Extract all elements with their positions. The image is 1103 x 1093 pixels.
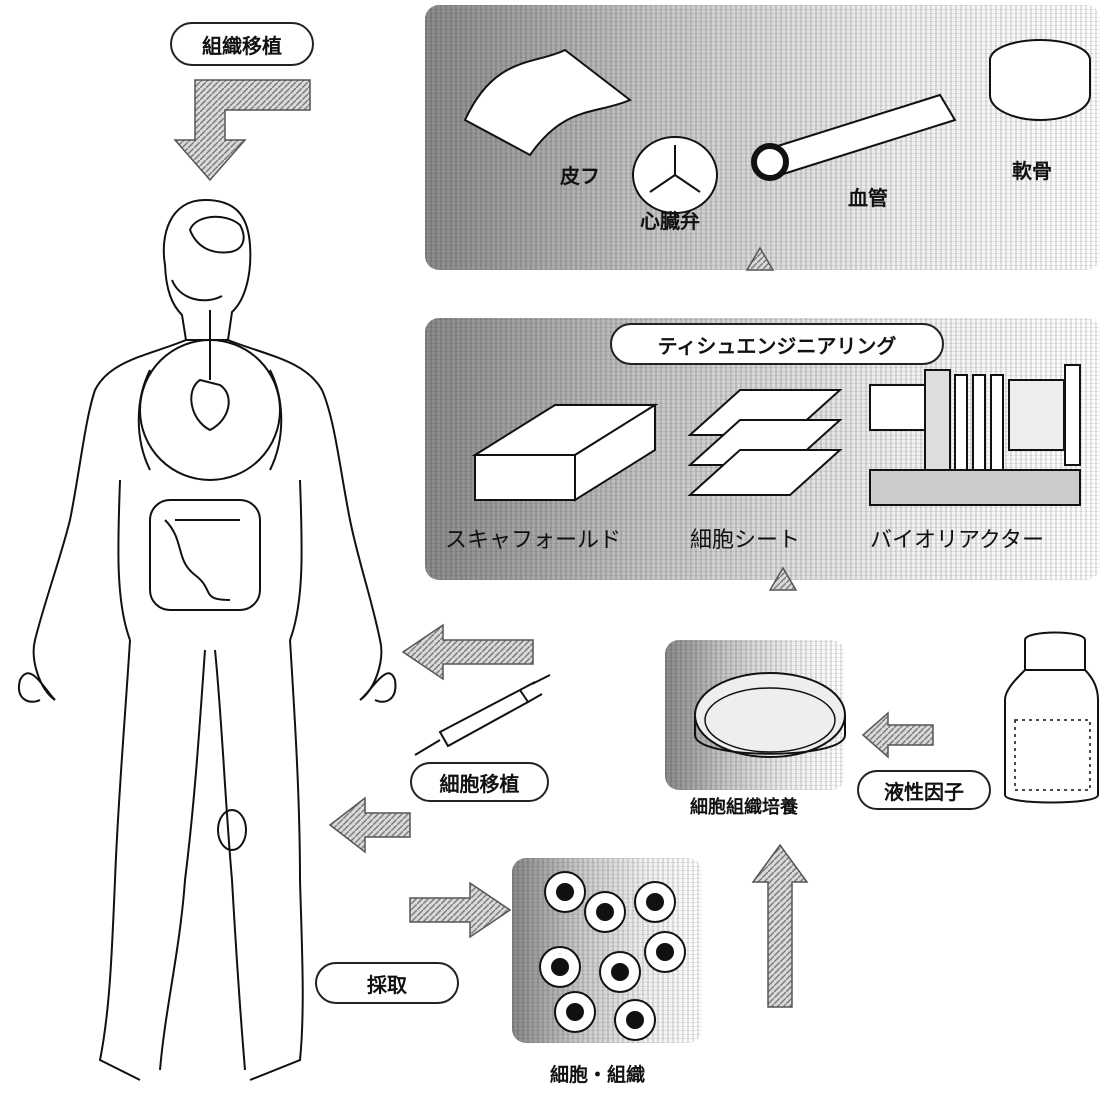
skin-sheet-illustration [455, 45, 635, 155]
up-arrow-small-1 [745, 245, 775, 275]
left-arrow-humoral [858, 710, 938, 760]
up-arrow-to-culture [750, 842, 810, 1012]
petri-dish-illustration [690, 665, 860, 775]
cartilage-label: 軟骨 [1012, 155, 1052, 184]
right-arrow-harvest [405, 880, 515, 940]
heart-valve-label: 心臓弁 [640, 205, 700, 234]
syringe-illustration [410, 670, 560, 760]
cell-tissue-culture-label: 細胞組織培養 [690, 793, 798, 819]
bioreactor-illustration [865, 360, 1095, 510]
cell-transplant-label: 細胞移植 [410, 762, 549, 802]
skin-label: 皮フ [560, 160, 600, 189]
left-arrow-to-knee [325, 795, 415, 855]
blood-vessel-label: 血管 [848, 182, 888, 211]
bioreactor-label: バイオリアクター [870, 522, 1044, 554]
tissue-transplant-label: 組織移植 [170, 22, 314, 66]
cartilage-illustration [985, 35, 1095, 125]
tissue-engineering-label: ティシュエンジニアリング [610, 323, 944, 365]
cells-tissue-label: 細胞・組織 [550, 1060, 645, 1087]
bottle-illustration [1000, 630, 1100, 810]
scaffold-label: スキャフォールド [445, 522, 621, 554]
tissue-transplant-arrow [170, 70, 320, 190]
up-arrow-small-2 [768, 565, 798, 595]
scaffold-illustration [465, 395, 665, 515]
blood-vessel-illustration [745, 90, 965, 190]
humoral-factor-label: 液性因子 [857, 770, 991, 810]
cells-illustration [525, 862, 705, 1042]
harvest-label: 採取 [315, 962, 459, 1004]
cell-sheet-illustration [680, 385, 860, 505]
cell-sheet-label: 細胞シート [690, 522, 800, 554]
